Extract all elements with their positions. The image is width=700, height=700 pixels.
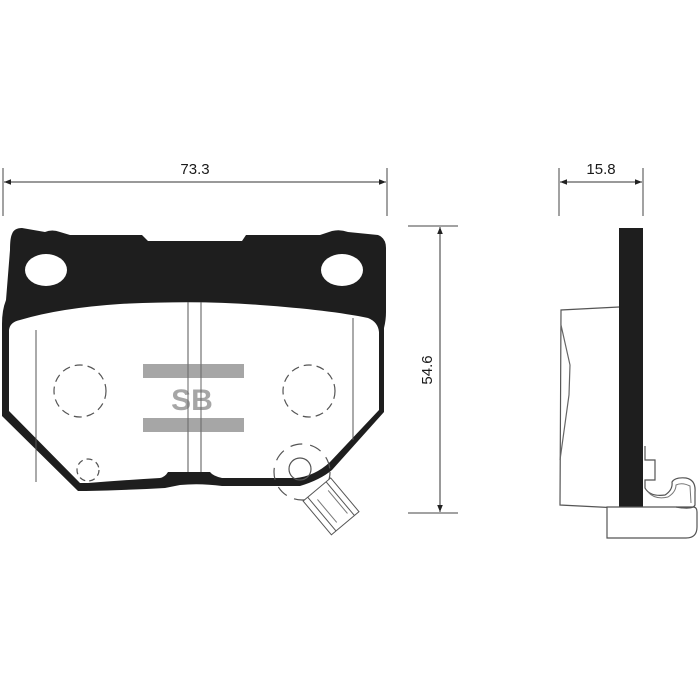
front-view: SB <box>2 228 386 536</box>
mounting-hole-right <box>321 254 363 286</box>
dashed-arc-sensor <box>273 443 331 501</box>
width-dimension: 73.3 <box>2 161 388 216</box>
side-spring-clip <box>644 446 696 509</box>
side-shim <box>606 506 698 539</box>
height-dimension: 54.6 <box>408 225 458 514</box>
thickness-value: 15.8 <box>586 161 615 178</box>
side-friction-block <box>559 306 620 509</box>
thickness-dimension: 15.8 <box>558 161 644 216</box>
sb-logo: SB <box>143 364 244 432</box>
wear-sensor-clip <box>302 477 360 536</box>
logo-text: SB <box>171 384 213 417</box>
dashed-circle-right <box>282 364 336 418</box>
friction-material <box>9 302 379 483</box>
sensor-hole <box>288 457 312 481</box>
height-value: 54.6 <box>419 355 436 384</box>
side-view <box>559 228 698 539</box>
dashed-circle-small <box>76 458 100 482</box>
dashed-circle-left <box>53 364 107 418</box>
width-value: 73.3 <box>180 161 209 178</box>
mounting-hole-left <box>25 254 67 286</box>
side-backing-plate <box>619 228 643 508</box>
